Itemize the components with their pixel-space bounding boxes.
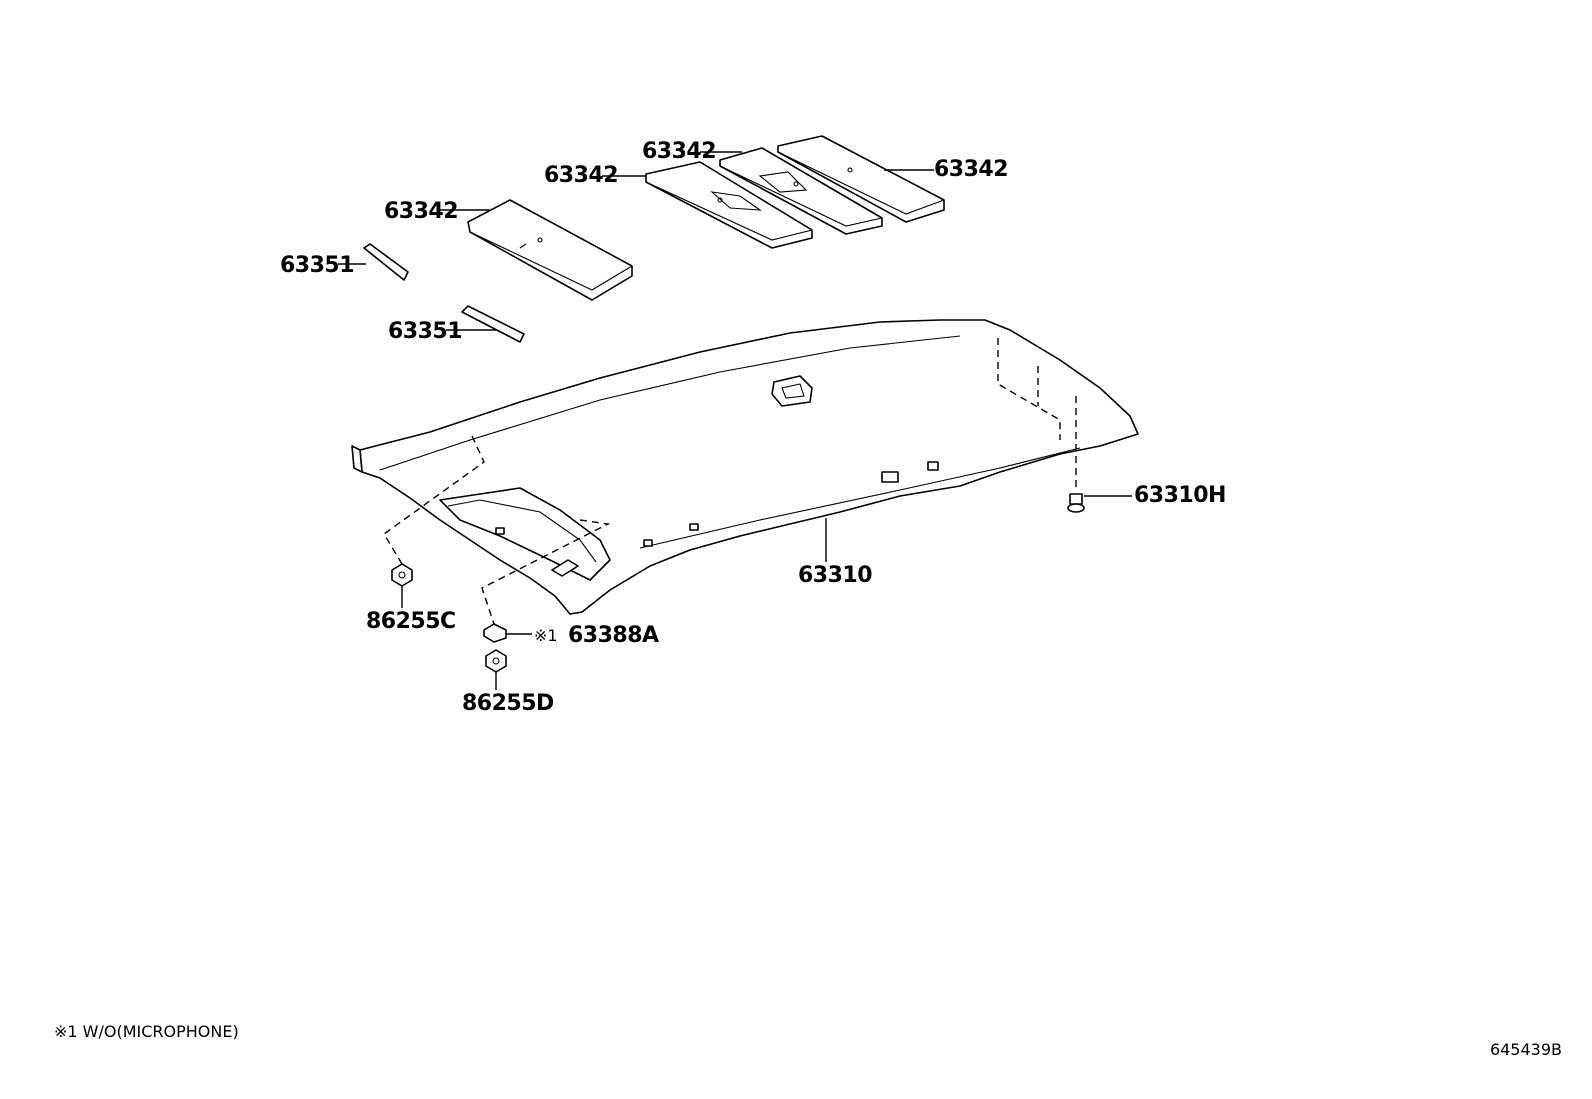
footnote: ※1 W/O(MICROPHONE): [54, 1022, 239, 1041]
label-cover-mark: ※1: [534, 626, 558, 645]
label-spacer-upper: 63351: [280, 253, 354, 278]
pad-rear-middle: [719, 147, 883, 235]
hole-cover-fastener: [1067, 493, 1085, 513]
label-hole-cover: 63310H: [1134, 483, 1226, 508]
spacer-lower: [461, 305, 525, 343]
label-pad-front: 63342: [384, 199, 458, 224]
label-clip-bottom: 86255D: [462, 691, 554, 716]
cover-dashline: [481, 519, 611, 625]
spacer-upper: [363, 243, 409, 281]
clip-bottom: [485, 649, 507, 673]
pad-front: [467, 199, 633, 301]
label-cover: 63388A: [568, 623, 659, 648]
clip-left-dashline: [383, 435, 485, 565]
diagram-id: 645439B: [1489, 1040, 1562, 1059]
label-pad-middle: 63342: [544, 163, 618, 188]
clip-left: [391, 563, 413, 587]
cover-63388a: [483, 623, 507, 643]
label-headlining: 63310: [798, 563, 872, 588]
label-spacer-lower: 63351: [388, 319, 462, 344]
label-pad-rear-middle: 63342: [642, 139, 716, 164]
pad-rear-right: [777, 135, 945, 223]
headliner-panel: [351, 319, 1139, 615]
pad-middle: [645, 161, 813, 249]
label-pad-rear-right: 63342: [934, 157, 1008, 182]
label-clip-left: 86255C: [366, 609, 456, 634]
